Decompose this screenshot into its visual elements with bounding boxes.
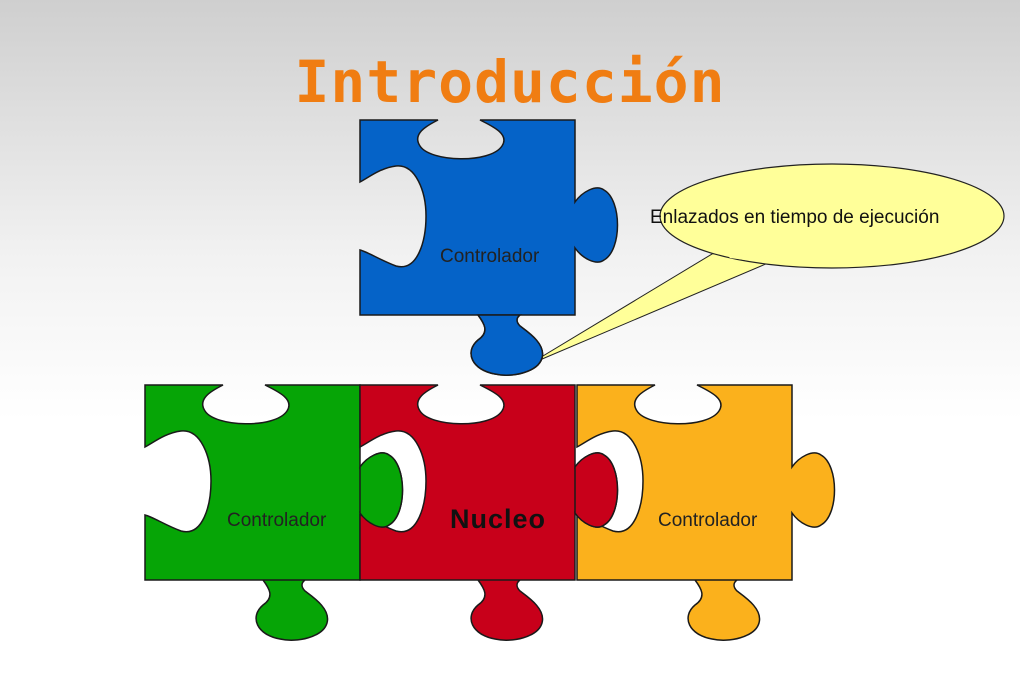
core-label: Nucleo [450,504,546,534]
callout-bubble [659,163,1005,269]
right-controller-label: Controlador [658,510,758,531]
left-controller-label: Controlador [227,510,327,531]
left-piece-tab [359,452,404,528]
callout-text: Enlazados en tiempo de ejecución [650,207,939,228]
top-controller-label: Controlador [440,246,540,267]
page-title: Introducción [294,48,726,116]
core-piece-tab [574,452,619,528]
top-piece-tab [470,314,544,376]
